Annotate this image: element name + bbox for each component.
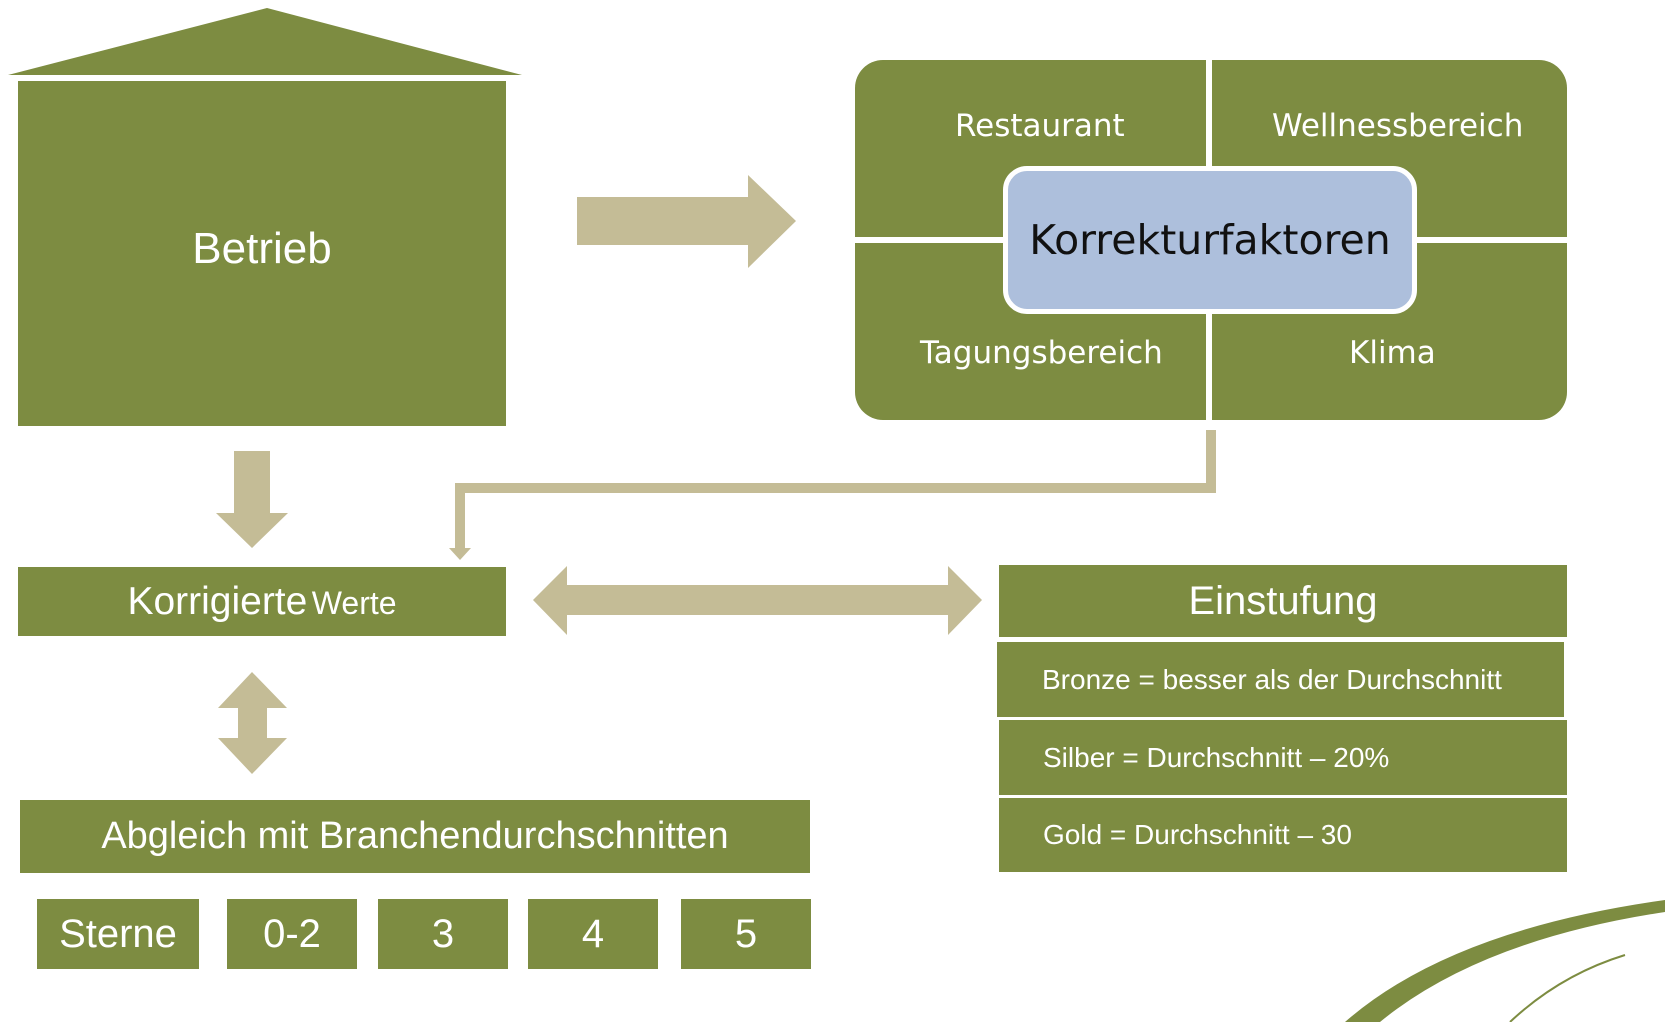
sterne-cell: 4 [528, 899, 658, 969]
decorative-swoosh-fine [1509, 954, 1626, 1022]
arrow-right [577, 175, 796, 268]
einstufung-level-text: Bronze = besser als der Durchschnitt [1042, 663, 1502, 695]
sterne-value: 4 [581, 911, 605, 956]
sterne-cell: Sterne [37, 899, 199, 969]
quadrant-tagungsbereich: Tagungsbereich [920, 335, 1163, 371]
korrigierte-werte-box: Korrigierte Werte [18, 567, 506, 636]
einstufung-title: Einstufung [1188, 578, 1378, 623]
korrekturfaktoren-center-box: Korrekturfaktoren [1003, 166, 1417, 314]
arrow-down [216, 451, 288, 548]
einstufung-level-gold: Gold = Durchschnitt – 30 [999, 798, 1567, 872]
abgleich-label: Abgleich mit Branchendurchschnitten [101, 815, 729, 857]
elbow-connector [455, 430, 1216, 552]
einstufung-level-bronze: Bronze = besser als der Durchschnitt [997, 642, 1564, 717]
sterne-value: 3 [431, 911, 455, 956]
einstufung-level-silber: Silber = Durchschnitt – 20% [999, 720, 1567, 795]
elbow-arrowhead [449, 548, 471, 560]
korrekturfaktoren-label: Korrekturfaktoren [1029, 216, 1391, 264]
einstufung-level-text: Silber = Durchschnitt – 20% [1043, 741, 1390, 773]
betrieb-label: Betrieb [192, 223, 332, 273]
decorative-swoosh [1345, 900, 1665, 1022]
quadrant-wellnessbereich: Wellnessbereich [1272, 108, 1524, 144]
double-arrow-vertical [218, 672, 287, 774]
korrigierte-label-main: Korrigierte [127, 579, 308, 623]
quadrant-restaurant: Restaurant [955, 108, 1125, 144]
sterne-value: 5 [734, 911, 758, 956]
korrigierte-werte-label: Korrigierte Werte [127, 580, 396, 624]
einstufung-level-text: Gold = Durchschnitt – 30 [1043, 819, 1352, 850]
quadrant-klima: Klima [1349, 335, 1436, 371]
sterne-cell: 5 [681, 899, 811, 969]
abgleich-box: Abgleich mit Branchendurchschnitten [20, 800, 810, 873]
sterne-cell: 0-2 [227, 899, 357, 969]
roof-shape [8, 8, 522, 75]
betrieb-box: Betrieb [18, 81, 506, 426]
einstufung-header: Einstufung [999, 565, 1567, 637]
double-arrow-horizontal [533, 566, 982, 635]
korrigierte-label-small: Werte [311, 584, 397, 621]
sterne-cell: 3 [378, 899, 508, 969]
sterne-value: 0-2 [263, 911, 321, 956]
sterne-label: Sterne [59, 911, 177, 956]
